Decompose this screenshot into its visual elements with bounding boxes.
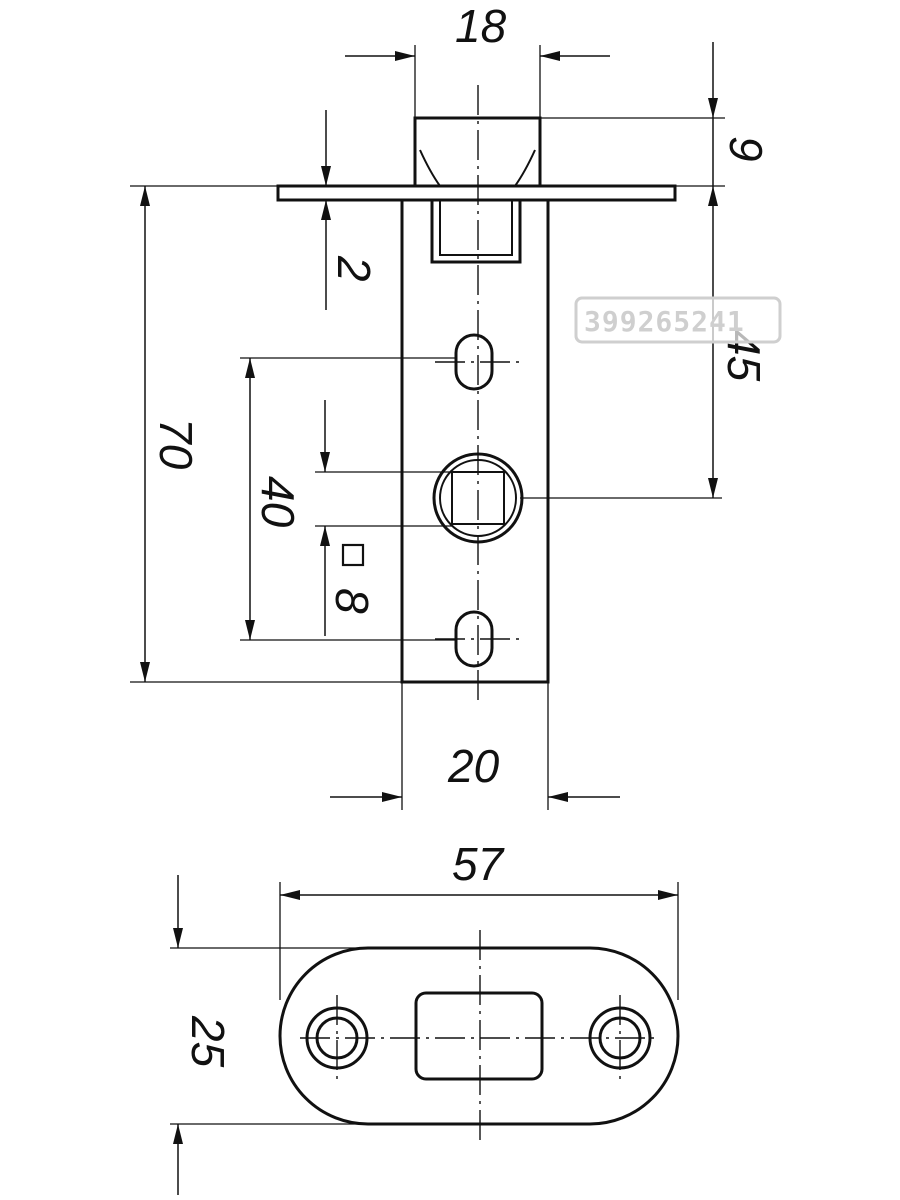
watermark: 399265241: [574, 296, 782, 344]
dim-label-2: 2: [328, 255, 380, 282]
latch-faceplate: [276, 184, 677, 202]
dim-label-70: 70: [150, 418, 202, 470]
dimension-labels: 18 9 2 45 70 40 8 20 57 25: [150, 0, 772, 1068]
dim-label-20: 20: [447, 740, 500, 792]
dim-label-25: 25: [182, 1015, 234, 1068]
strike-plate-view: [278, 946, 680, 1126]
watermark-text: 399265241: [584, 305, 745, 338]
dim-label-40: 40: [252, 476, 304, 528]
dim-label-18: 18: [455, 0, 507, 52]
strike-plate-outline: [278, 946, 680, 1126]
square-symbol: [341, 543, 365, 567]
latch-extension-lines: [130, 45, 725, 810]
latch-dimension-arrows: [140, 42, 718, 802]
strike-dimension-arrows: [173, 875, 678, 1195]
dim-label-9: 9: [720, 136, 772, 162]
latch-slot: [430, 200, 522, 264]
dim-label-57: 57: [452, 838, 505, 890]
latch-body: [400, 198, 550, 684]
dim-label-8: 8: [326, 588, 378, 614]
latch-bolt: [413, 116, 542, 186]
strike-centerlines: [300, 930, 660, 1140]
latch-centerlines: [435, 85, 522, 705]
strike-plate-opening: [414, 991, 544, 1081]
strike-extension-lines: [170, 882, 679, 1125]
